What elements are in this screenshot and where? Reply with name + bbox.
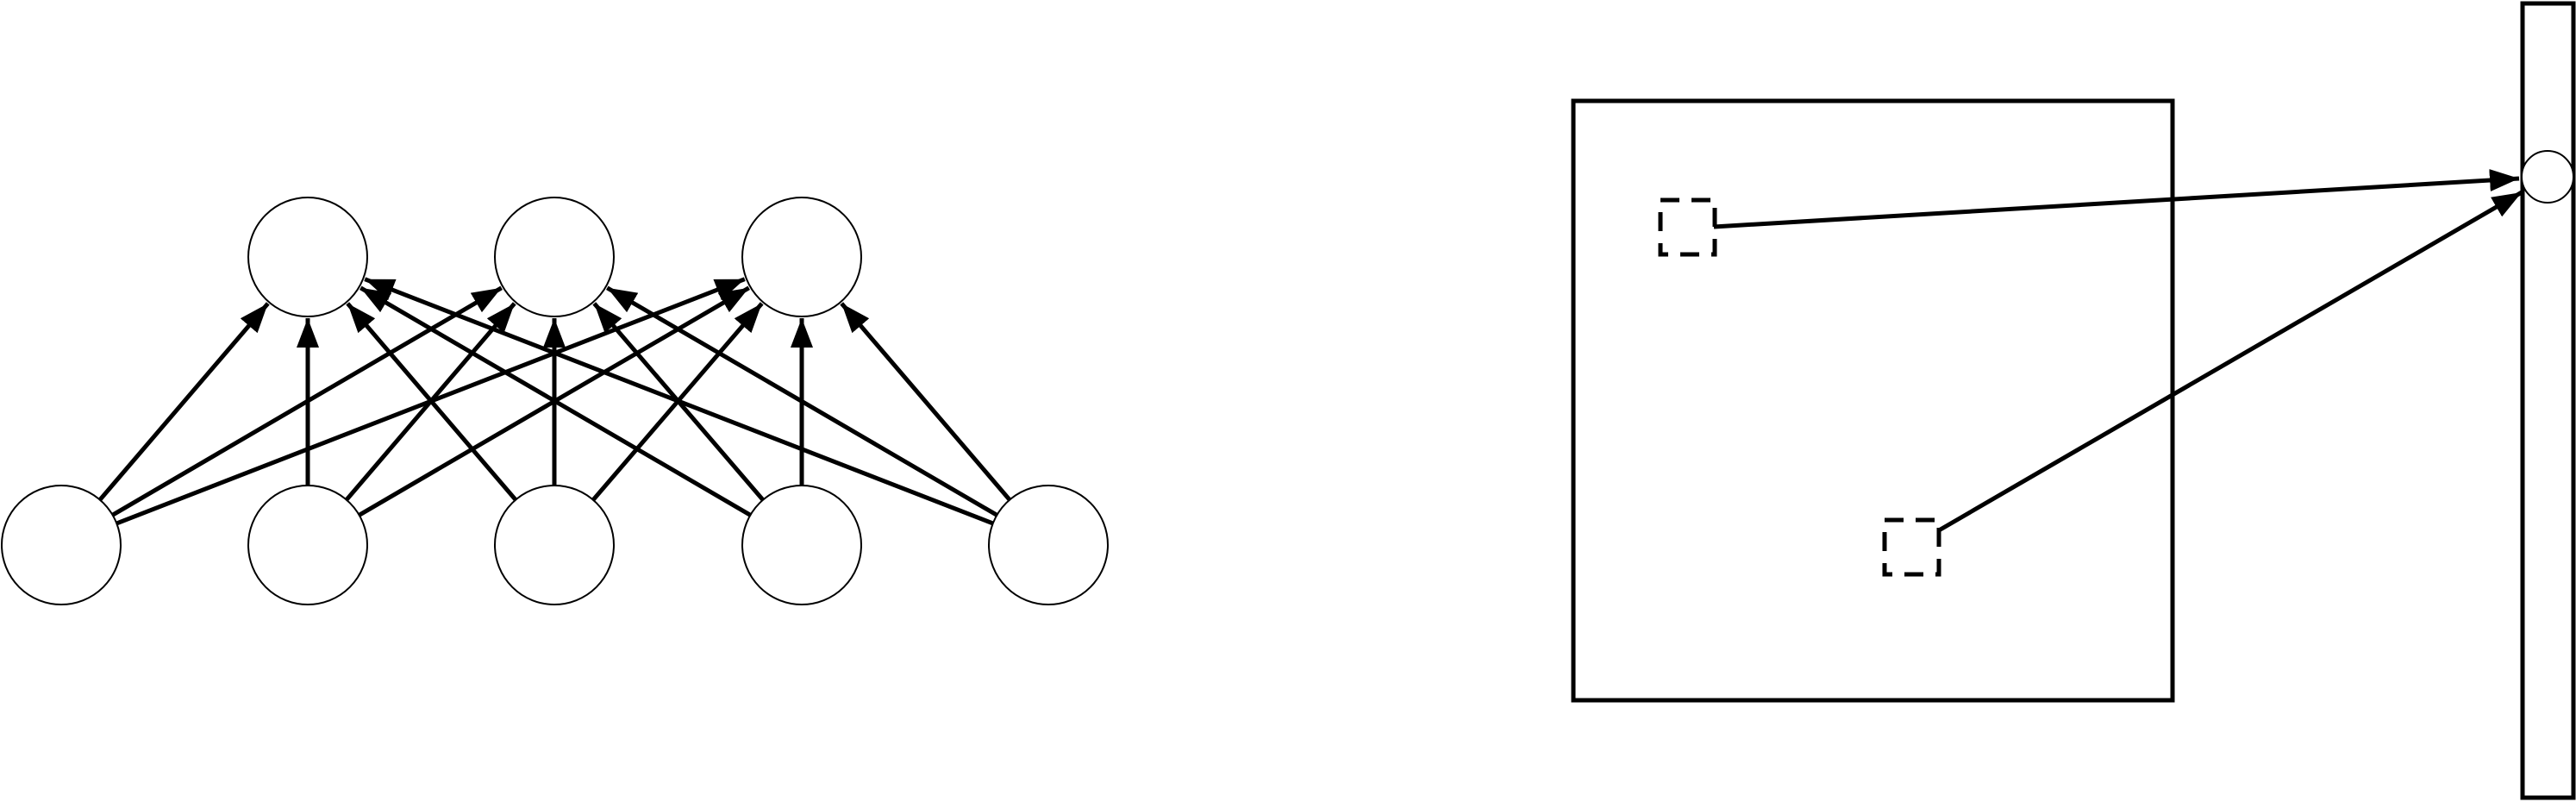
input-image-frame [1571, 98, 2175, 703]
network-edge-4-0 [364, 277, 996, 527]
network-edge-0-0 [97, 302, 270, 503]
patch-to-feature-diagram [1571, 1, 2576, 800]
image-patch-bottom [1882, 517, 1941, 577]
network-edge-3-0 [360, 285, 753, 518]
network-edge-4-1 [606, 285, 1000, 518]
input-node-1 [1, 485, 122, 605]
patch-connection-top [1713, 169, 2520, 229]
input-node-3 [494, 485, 615, 605]
image-patch-top [1658, 197, 1717, 257]
feature-node [2521, 150, 2574, 204]
fully-connected-network [1, 197, 1109, 605]
feature-map-column [2520, 1, 2576, 800]
output-node-1 [247, 197, 368, 317]
patch-connection-bottom [1937, 190, 2523, 533]
input-node-2 [247, 485, 368, 605]
network-edges [97, 277, 1013, 527]
network-edge-4-2 [840, 302, 1013, 503]
output-node-3 [741, 197, 862, 317]
input-node-4 [741, 485, 862, 605]
output-node-2 [494, 197, 615, 317]
network-nodes [1, 197, 1109, 605]
input-node-5 [988, 485, 1109, 605]
network-edge-2-0 [346, 302, 519, 503]
